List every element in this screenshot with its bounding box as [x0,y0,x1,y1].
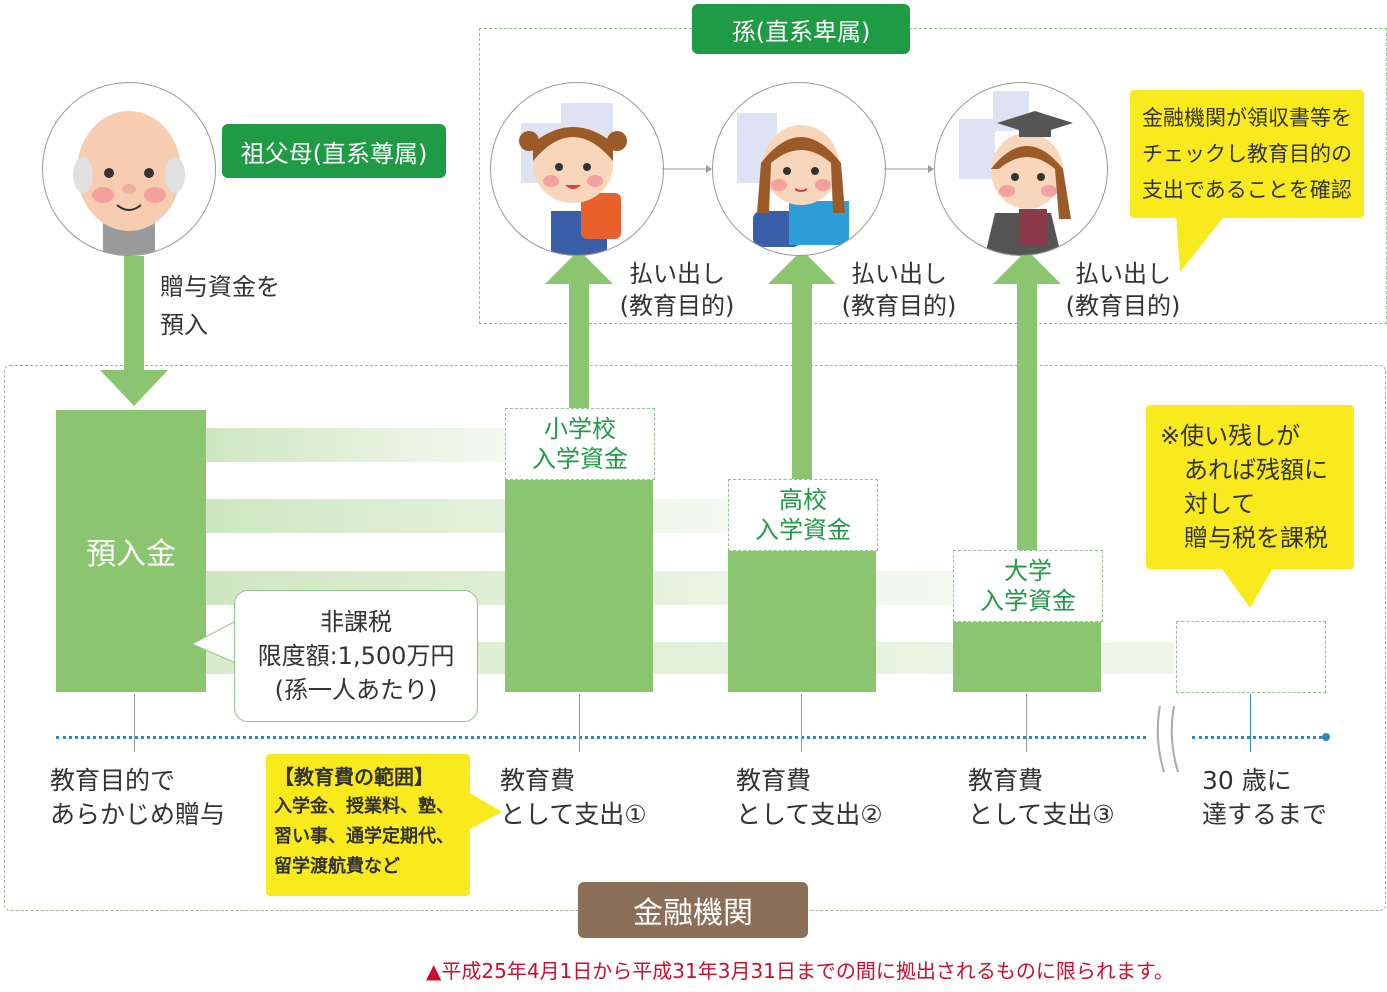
timeline-break-icon [1156,705,1179,773]
fund-label-elementary: 小学校 入学資金 [505,408,655,480]
education-scope-box: 【教育費の範囲】 入学金、授業料、塾、 習い事、通学定期代、 留学渡航費など [266,754,470,896]
institution-label: 金融機関 [578,882,808,938]
down-arrow-icon [100,370,168,406]
education-scope-body: 入学金、授業料、塾、 習い事、通学定期代、 留学渡航費など [274,796,454,877]
footnote: ▲平成25年4月1日から平成31年3月31日までの間に拠出されるものに限られます… [426,959,1174,983]
arrow-right-icon [884,165,934,173]
payout-arrow-2-shaft [792,282,812,479]
grandparent-label: 祖父母(直系尊属) [222,124,446,178]
grandchild-university-avatar [934,82,1108,256]
tax-exempt-bubble: 非課税 限度額:1,500万円 (孫一人あたり) [234,590,478,722]
timeline-axis [56,736,1146,739]
remaining-box [1176,621,1326,693]
up-arrow-icon [993,250,1061,284]
grandchild-elementary-avatar [490,82,664,256]
fund-label-highschool: 高校 入学資金 [728,479,878,551]
bank-check-note: 金融機関が領収書等を チェックし教育目的の 支出であることを確認 [1130,90,1364,218]
timeline-label-age-30: 30 歳に 達するまで [1202,766,1328,829]
fund-bar-university [953,620,1101,692]
payout-label-3: 払い出し (教育目的) [1065,260,1181,320]
up-arrow-icon [768,250,836,284]
payout-label-1: 払い出し (教育目的) [619,260,735,320]
payout-arrow-1-shaft [569,282,589,408]
timeline-tick [1250,694,1251,752]
highschool-student-icon [737,113,849,247]
deposit-arrow-shaft [124,256,144,372]
fund-label-university: 大学 入学資金 [953,550,1103,622]
grandparent-avatar [42,82,216,256]
timeline-label-gift: 教育目的で あらかじめ贈与 [50,766,226,829]
bubble-tail [190,619,240,665]
grandchild-label: 孫(直系卑属) [692,4,910,54]
timeline-axis-tail [1192,736,1322,739]
education-scope-title: 【教育費の範囲】 [274,765,434,789]
leftover-note-tail [1220,566,1274,608]
timeline-tick [134,694,135,752]
payout-label-2: 払い出し (教育目的) [841,260,957,320]
bank-note-tail [1176,214,1226,272]
deposit-box: 預入金 [56,410,206,692]
arrow-right-icon [662,165,712,173]
timeline-tick [801,694,802,752]
leftover-tax-note: ※使い残しが あれば残額に 対して 贈与税を課税 [1146,405,1354,569]
deposit-note: 贈与資金を 預入 [160,273,280,339]
elementary-child-icon [519,103,627,255]
timeline-tick [1026,694,1027,752]
grandchild-highschool-avatar [712,82,886,256]
fund-bar-elementary [505,478,653,692]
up-arrow-icon [545,250,613,284]
timeline-tick [579,694,580,752]
timeline-label-expense-3: 教育費 として支出③ [968,766,1115,829]
timeline-label-expense-2: 教育費 として支出② [736,766,883,829]
scope-note-tail [468,792,502,830]
deposit-box-label: 預入金 [86,537,176,572]
payout-arrow-3-shaft [1017,282,1037,550]
timeline-label-expense-1: 教育費 として支出① [500,766,647,829]
fund-bar-highschool [728,549,876,692]
stream-1 [206,428,506,462]
grandfather-icon [73,111,185,255]
timeline-end-dot [1322,733,1330,741]
graduate-icon [959,91,1073,255]
